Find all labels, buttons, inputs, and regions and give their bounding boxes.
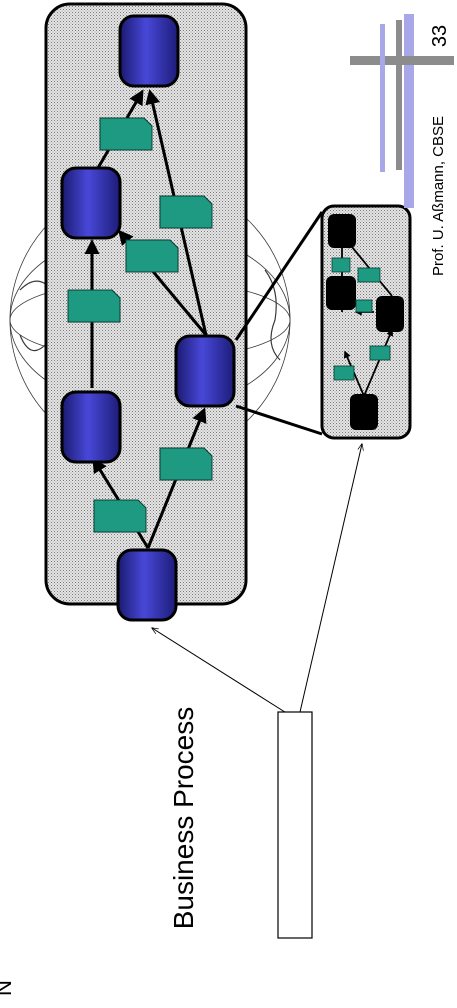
document-icon: [357, 267, 381, 283]
business-process-label: Business Process: [168, 706, 199, 930]
corner-title-fragment: N: [0, 978, 16, 998]
document-icon: [159, 447, 213, 481]
subprocess-documents: [331, 257, 391, 381]
page-number: 33: [429, 24, 451, 48]
document-icon: [67, 289, 121, 323]
process-node: [174, 334, 236, 408]
document-icon: [125, 239, 179, 273]
document-icon: [369, 345, 391, 361]
subprocess-nodes: [326, 214, 404, 430]
document-icon: [331, 257, 351, 273]
sub-node: [326, 276, 356, 310]
process-node: [116, 548, 178, 622]
document-icon: [159, 195, 213, 229]
document-icon: [355, 299, 373, 313]
zoom-lines: [234, 211, 324, 436]
business-process-label-box: [277, 711, 313, 939]
process-nodes: [60, 14, 236, 622]
document-icon: [99, 117, 153, 151]
logo-cross-icon: [350, 14, 454, 208]
sub-node: [350, 394, 378, 430]
document-icon: [93, 499, 147, 533]
sub-node: [328, 214, 356, 248]
callout-lines: [152, 444, 362, 715]
process-node: [60, 390, 122, 464]
process-node: [118, 14, 180, 88]
author-footer: Prof. U. Aßmann, CBSE: [430, 115, 447, 277]
sub-node: [376, 296, 404, 332]
document-icons: [67, 117, 213, 533]
document-icon: [333, 365, 355, 381]
process-node: [60, 166, 122, 240]
